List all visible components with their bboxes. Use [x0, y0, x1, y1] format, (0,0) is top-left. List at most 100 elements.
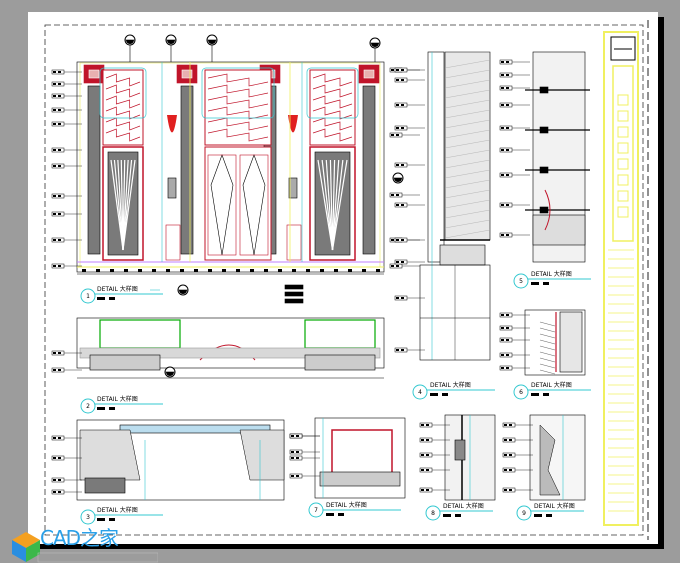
section-detail-2[interactable] [51, 317, 385, 379]
cad-rect [501, 104, 504, 106]
detail-label-7: 7 DETAIL 大样图 [308, 501, 401, 518]
concrete-wall [444, 51, 491, 241]
cad-rect [501, 327, 504, 329]
stone-profile [539, 424, 561, 496]
cad-rect [306, 269, 310, 272]
section-detail-9[interactable] [502, 414, 586, 501]
detail-title: DETAIL 大样图 [531, 381, 572, 389]
cad-rect [58, 123, 61, 125]
cad-rect [165, 224, 181, 261]
cad-line [444, 159, 491, 169]
cad-rect [53, 165, 56, 167]
detail-title: DETAIL 大样图 [97, 285, 138, 293]
cad-rect [58, 83, 61, 85]
lattice-pattern [207, 84, 269, 98]
cad-rect [501, 367, 504, 369]
cad-rect [292, 269, 296, 272]
cad-rect [331, 429, 393, 476]
cad-rect [427, 51, 445, 263]
cad-rect [53, 352, 56, 354]
cad-rect [401, 104, 404, 106]
cad-rect [509, 454, 512, 456]
cad-rect [396, 104, 399, 106]
detail-label-1: 1 DETAIL 大样图 [80, 285, 163, 304]
cad-rect [396, 239, 399, 241]
cad-rect [501, 74, 504, 76]
cyan-outline [306, 67, 359, 119]
section-detail-7[interactable] [289, 417, 406, 499]
cad-rect [421, 424, 424, 426]
elevation-detail-1[interactable] [51, 34, 420, 304]
lattice-pattern [105, 73, 141, 87]
cad-line [444, 169, 491, 179]
cad-rect [504, 469, 507, 471]
cad-rect [401, 349, 404, 351]
cad-rect [504, 439, 507, 441]
cad-rect [76, 317, 385, 369]
detail-number: 1 [86, 293, 90, 300]
cad-rect [87, 85, 101, 255]
cad-rect [53, 71, 56, 73]
detail-label-4: 4 DETAIL 大样图 [412, 381, 495, 400]
cad-line [539, 321, 556, 327]
cad-rect [396, 127, 399, 129]
section-marker-fill [208, 40, 216, 44]
detail-number: 8 [431, 510, 435, 517]
detail-number: 9 [522, 510, 526, 517]
cad-line [539, 327, 556, 333]
lattice-pattern [207, 128, 269, 142]
cad-rect [421, 489, 424, 491]
cad-rect [617, 158, 629, 170]
detail-title: DETAIL 大样图 [430, 381, 471, 389]
cad-rect [236, 269, 240, 272]
cad-line [539, 357, 556, 363]
detail-label-2: 2 DETAIL 大样图 [80, 395, 163, 414]
cad-rect [391, 194, 394, 196]
cad-rect [617, 142, 629, 154]
cad-cube-icon [12, 532, 158, 563]
detail-title: DETAIL 大样图 [97, 506, 138, 514]
cad-rect [617, 206, 629, 218]
section-detail-3[interactable] [51, 419, 320, 501]
cad-rect [291, 457, 294, 459]
section-detail-5[interactable] [499, 51, 590, 263]
cad-rect [362, 269, 366, 272]
cad-rect [396, 69, 399, 71]
cad-rect [58, 491, 61, 493]
cad-rect [506, 367, 509, 369]
cad-line [317, 159, 334, 251]
cad-rect [363, 69, 375, 79]
cad-rect [509, 439, 512, 441]
cad-rect [421, 469, 424, 471]
cad-rect [296, 435, 299, 437]
cad-rect [421, 454, 424, 456]
cad-rect [506, 204, 509, 206]
section-detail-8[interactable] [419, 414, 496, 501]
detail-label-8: 8 DETAIL 大样图 [425, 502, 493, 521]
cad-line [122, 159, 136, 251]
section-marker-fill [179, 290, 187, 294]
cad-rect [138, 269, 142, 272]
cad-line [444, 129, 491, 139]
cad-line [444, 79, 491, 89]
cad-rect [501, 174, 504, 176]
cad-rect [391, 265, 394, 267]
print-border [44, 24, 644, 536]
section-detail-4[interactable] [394, 51, 491, 361]
cad-rect [58, 165, 61, 167]
cad-rect [559, 311, 583, 373]
lattice-pattern [105, 84, 141, 98]
cad-rect [296, 475, 299, 477]
cad-line [539, 345, 556, 351]
cyan-outline [99, 67, 147, 119]
cad-rect [529, 414, 586, 501]
detail-title: DETAIL 大样图 [97, 395, 138, 403]
section-detail-6[interactable] [499, 309, 586, 376]
cad-rect [53, 123, 56, 125]
cad-rect [401, 127, 404, 129]
cad-rect [506, 234, 509, 236]
cad-rect [348, 269, 352, 272]
cad-line [331, 159, 336, 251]
lattice-pattern [312, 84, 353, 98]
